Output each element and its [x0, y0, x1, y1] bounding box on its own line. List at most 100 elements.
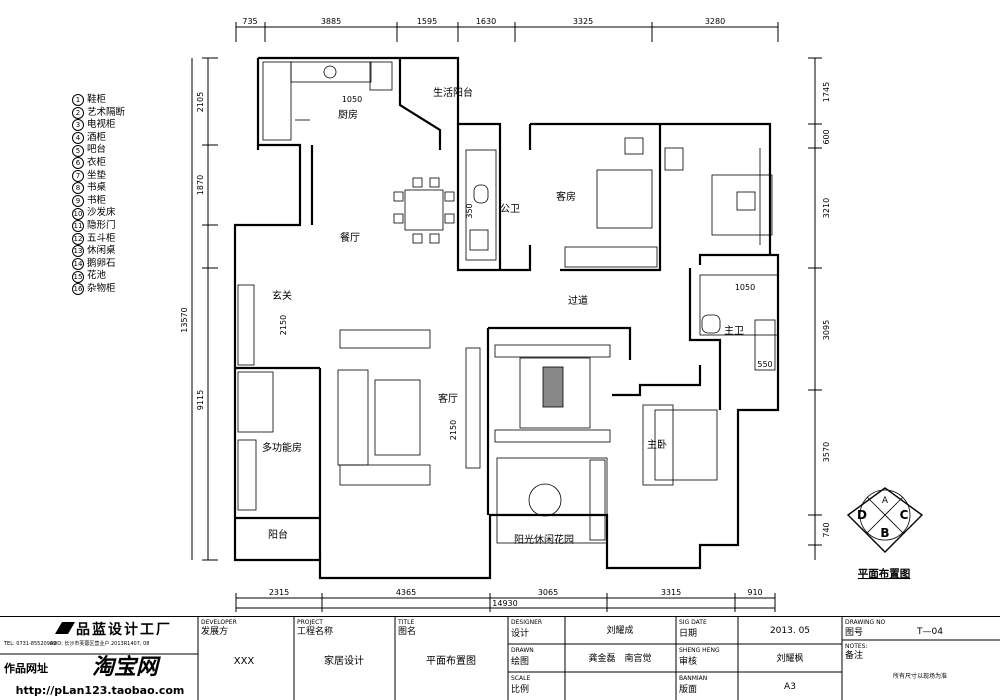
- legend-number: 7: [72, 169, 84, 182]
- legend-label: 隐形门: [87, 219, 116, 231]
- legend-label: 酒柜: [87, 131, 107, 143]
- dim-inner-5: 1050: [735, 283, 755, 292]
- legend-number: 2: [72, 106, 84, 119]
- tb-sigdate-cn: 日期: [679, 628, 697, 639]
- dim-bottom-1: 2315: [269, 588, 289, 597]
- dim-right-2: 600: [822, 129, 831, 144]
- tb-notes-cn: 备注: [845, 649, 863, 661]
- legend-number: 1: [72, 94, 84, 107]
- room-label-living: 客厅: [438, 392, 458, 405]
- tb-drawing-cn: 图号: [845, 627, 863, 638]
- tb-sheng-val: 刘耀枫: [776, 652, 803, 664]
- tb-sheng-en: SHENG HENG: [679, 647, 720, 654]
- tb-drawing-en: DRAWING NO: [845, 619, 886, 626]
- room-label-kitchen: 厨房: [338, 108, 358, 121]
- tb-project-cn: 工程名称: [297, 625, 333, 637]
- room-label-master-bath: 主卫: [724, 325, 744, 337]
- compass-d: D: [857, 508, 867, 522]
- dim-right-5: 3570: [822, 442, 831, 462]
- room-label-foyer: 玄关: [272, 289, 292, 302]
- tb-site-url: http://pLan123.taobao.com: [16, 684, 185, 697]
- legend-label: 五斗柜: [87, 232, 116, 244]
- tb-sigdate-val: 2013. 05: [770, 626, 810, 636]
- legend-number: 9: [72, 195, 84, 208]
- tb-drawn-val: 龚金磊 南宫觉: [588, 652, 651, 664]
- tb-project-en: PROJECT: [297, 619, 323, 626]
- tb-sheng-cn: 审核: [679, 655, 697, 667]
- dim-total: 14930: [492, 599, 517, 608]
- legend-label: 休闲桌: [87, 245, 116, 257]
- dim-left-3: 13570: [180, 307, 189, 332]
- dim-left-4: 9115: [196, 390, 205, 410]
- dim-right-4: 3095: [822, 320, 831, 340]
- tb-site-label: 作品网址: [4, 661, 48, 675]
- dim-right-1: 1745: [822, 82, 831, 102]
- dim-top-6: 3280: [705, 17, 725, 26]
- compass-c: C: [900, 508, 909, 522]
- room-label-balcony-service: 生活阳台: [433, 86, 473, 99]
- dim-bottom-2: 4365: [396, 588, 416, 597]
- legend-label: 鹅卵石: [87, 257, 116, 269]
- room-label-multi-room: 多功能房: [262, 441, 302, 454]
- dim-left-2: 1870: [196, 175, 205, 195]
- dim-top-1: 735: [242, 17, 257, 26]
- compass-b: B: [880, 526, 889, 540]
- tb-company: 品蓝设计工厂: [76, 621, 172, 638]
- dim-bottom-3: 3065: [538, 588, 558, 597]
- compass-a: A: [882, 496, 889, 506]
- legend-label: 吧台: [87, 144, 107, 156]
- tb-banmian-cn: 版面: [679, 683, 697, 695]
- tb-title-val: 平面布置图: [426, 655, 476, 667]
- dim-inner-4: 2150: [449, 420, 458, 440]
- dim-inner-3: 350: [465, 203, 474, 218]
- tb-title-cn: 图名: [398, 625, 416, 637]
- legend-number: 11: [72, 220, 84, 233]
- tb-designer-cn: 设计: [511, 627, 529, 639]
- dim-bottom-4: 3315: [661, 588, 681, 597]
- tb-scale-en: SCALE: [511, 675, 530, 682]
- tb-sigdate-en: SIG DATE: [679, 619, 707, 626]
- room-label-guest-bath: 公卫: [500, 204, 520, 215]
- legend-number: 5: [72, 144, 84, 157]
- tb-designer-en: DESIGNER: [511, 619, 542, 626]
- legend-number: 12: [72, 232, 84, 245]
- dim-bottom-5: 910: [747, 588, 762, 597]
- legend-label: 衣柜: [87, 156, 107, 168]
- tb-banmian-en: BANMIAN: [679, 675, 707, 682]
- tb-developer-en: DEVELOPER: [201, 619, 237, 626]
- tb-notes-en: NOTES:: [845, 643, 868, 650]
- room-label-guest-room: 客房: [556, 190, 576, 203]
- legend-label: 艺术隔断: [87, 106, 126, 118]
- tb-designer-val: 刘耀成: [606, 624, 633, 636]
- tb-developer-cn: 发展方: [201, 625, 228, 637]
- room-label-dining: 餐厅: [340, 231, 360, 244]
- legend-label: 沙发床: [87, 207, 116, 219]
- legend-number: 8: [72, 182, 84, 195]
- dim-top-3: 1595: [417, 17, 437, 26]
- dim-inner-6: 550: [757, 360, 772, 369]
- legend-label: 电视柜: [87, 119, 116, 131]
- dim-top-5: 3325: [573, 17, 593, 26]
- tb-drawn-en: DRAWN: [511, 647, 534, 654]
- tb-site-brand: 淘宝网: [92, 654, 161, 680]
- dim-right-6: 740: [822, 522, 831, 537]
- dim-inner-2: 2150: [279, 315, 288, 335]
- legend-number: 10: [72, 207, 84, 220]
- room-label-garden: 阳光休闲花园: [514, 533, 574, 546]
- room-label-hall: 过道: [568, 294, 588, 307]
- tb-developer-val: XXX: [234, 656, 255, 667]
- dim-top-4: 1630: [476, 17, 496, 26]
- tb-banmian-val: A3: [784, 682, 796, 692]
